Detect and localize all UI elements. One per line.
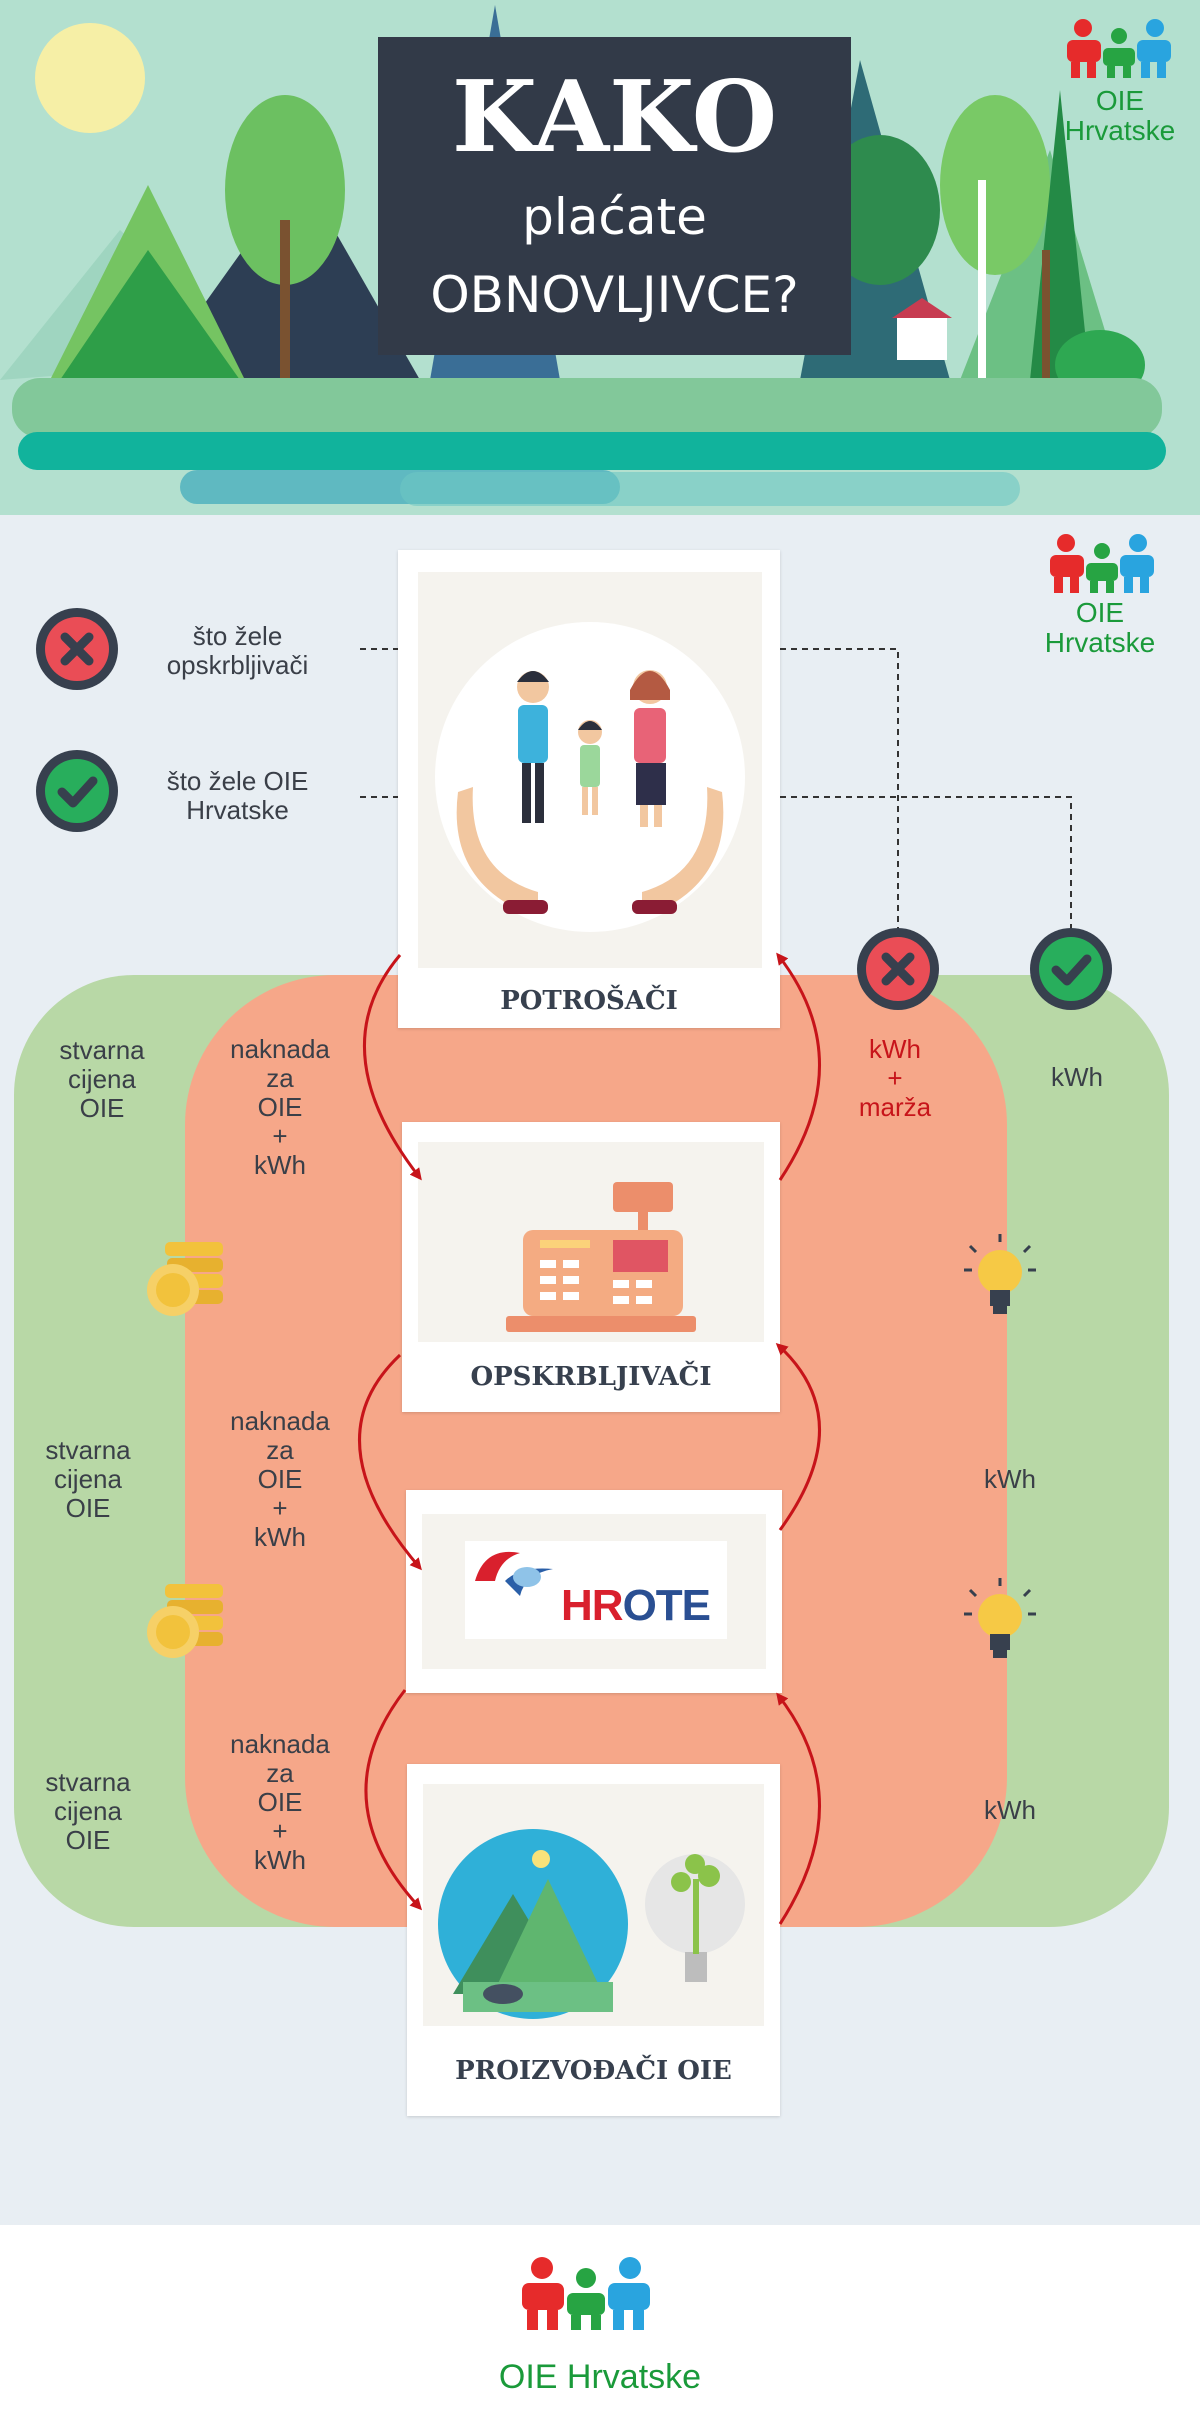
consumers-label: POTROŠAČI bbox=[500, 986, 678, 1016]
title-box: KAKO plaćate OBNOVLJIVCE? bbox=[378, 37, 851, 355]
suppliers-card: OPSKRBLJIVAČI bbox=[402, 1122, 780, 1412]
page-title: KAKO bbox=[451, 60, 778, 175]
hrote-card: HROTE bbox=[406, 1490, 782, 1693]
flow-arrows bbox=[358, 952, 821, 1925]
supplier-request-label: kWh+marža bbox=[858, 1034, 932, 1122]
hrote-logo: HROTE bbox=[465, 1541, 727, 1639]
producers-label: PROIZVOĐAČI OIE bbox=[455, 2056, 732, 2086]
renewables-icon bbox=[438, 1829, 745, 2019]
cash-register-icon bbox=[506, 1182, 696, 1332]
producers-card: PROIZVOĐAČI OIE bbox=[407, 1764, 780, 2116]
suppliers-label: OPSKRBLJIVAČI bbox=[470, 1362, 712, 1392]
light-bulb-icon bbox=[964, 1578, 1036, 1658]
family-icon bbox=[435, 622, 745, 932]
check-icon bbox=[1030, 928, 1112, 1010]
footer-logo-text: OIE Hrvatske bbox=[498, 2358, 702, 2396]
hrote-wordmark: HROTE bbox=[561, 1581, 711, 1630]
kwh-label-2: kWh bbox=[984, 1464, 1036, 1494]
kwh-label-1: kWh bbox=[1051, 1062, 1103, 1092]
hrote-swoosh-icon bbox=[475, 1551, 553, 1596]
oie-logo-icon bbox=[1050, 534, 1154, 593]
legend-bad-label: što žele opskrbljivači bbox=[166, 621, 309, 680]
kwh-label-3: kWh bbox=[984, 1795, 1036, 1825]
cross-icon bbox=[857, 928, 939, 1010]
light-bulb-icon bbox=[964, 1234, 1036, 1314]
cross-icon bbox=[36, 608, 118, 690]
oie-logo-icon bbox=[522, 2257, 650, 2330]
oie-logo-icon bbox=[1067, 19, 1171, 78]
legend-connectors bbox=[360, 648, 1072, 930]
coins-icon bbox=[147, 1242, 223, 1316]
check-icon bbox=[36, 750, 118, 832]
legend-good-label: što žele OIE Hrvatske bbox=[166, 766, 309, 825]
consumers-card: POTROŠAČI bbox=[398, 550, 780, 1028]
coins-icon bbox=[147, 1584, 223, 1658]
page-subtitle-line2: OBNOVLJIVCE? bbox=[430, 266, 799, 324]
page-subtitle-line1: plaćate bbox=[522, 188, 707, 246]
